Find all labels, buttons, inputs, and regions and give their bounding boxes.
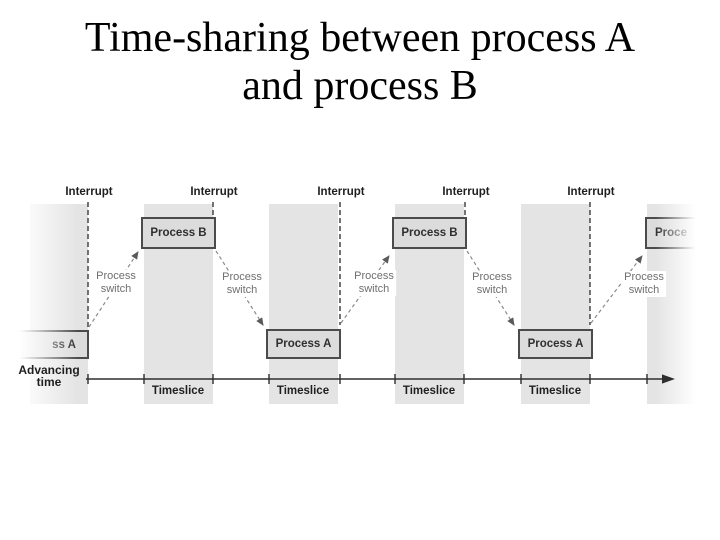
process-switch-word1: Process (222, 271, 262, 283)
interrupt-label-2: Interrupt (190, 186, 238, 198)
timeslice-label-4: Timeslice (528, 385, 582, 397)
timeslice-label-2: Timeslice (276, 385, 330, 397)
process-switch-word1: Process (472, 271, 512, 283)
interrupt-label-1: Interrupt (65, 186, 113, 198)
process-switch-word1: Process (624, 271, 664, 283)
process-box-4: Process B (392, 217, 467, 249)
time-word: time (36, 375, 62, 389)
timeslice-label-3: Timeslice (402, 385, 456, 397)
timeslice-band-5 (521, 204, 590, 404)
timeslice-label-1: Timeslice (151, 385, 205, 397)
advancing-word: Advancing (18, 363, 80, 377)
interrupt-label-3: Interrupt (317, 186, 365, 198)
process-switch-word1: Process (96, 270, 136, 282)
process-box-1: ss A (16, 330, 89, 359)
slide-title-line2: and process B (242, 63, 478, 109)
process-switch-word2: switch (358, 283, 390, 295)
process-box-3: Process A (266, 329, 341, 359)
slide-title-line1: Time-sharing between process A (84, 15, 636, 61)
process-switch-word2: switch (628, 284, 660, 296)
timeslice-band-3 (269, 204, 338, 404)
process-box-2: Process B (141, 217, 216, 249)
interrupt-label-5: Interrupt (567, 186, 615, 198)
process-switch-word2: switch (476, 284, 508, 296)
process-switch-word1: Process (354, 270, 394, 282)
process-switch-word2: switch (226, 284, 258, 296)
process-box-5: Process A (518, 329, 593, 359)
process-box-6: Proce (645, 217, 713, 249)
process-switch-word2: switch (100, 283, 132, 295)
interrupt-label-4: Interrupt (442, 186, 490, 198)
